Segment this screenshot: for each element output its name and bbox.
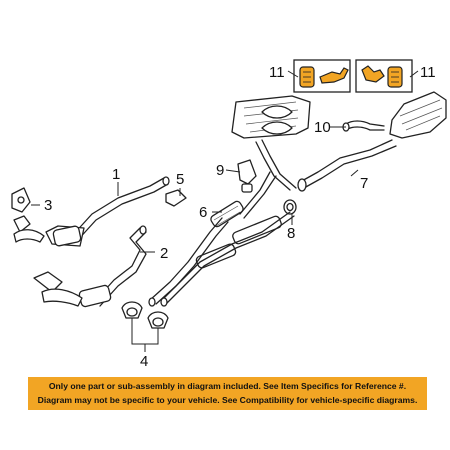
- part-9-hanger-bracket[interactable]: [237, 159, 257, 193]
- hanger-bracket-left: [319, 67, 349, 84]
- disclaimer-line-1: Only one part or sub-assembly in diagram…: [48, 381, 407, 391]
- callout-labels: 11 11 10 9 6 7 8 1 5 2 3 4: [44, 64, 436, 370]
- muffler-left: [231, 95, 311, 139]
- callout-9: 9: [216, 162, 224, 179]
- callout-10: 10: [314, 119, 331, 136]
- callout-4: 4: [140, 353, 148, 370]
- part-6-center-pipe[interactable]: [148, 139, 297, 307]
- part-5-bracket[interactable]: [165, 189, 187, 207]
- callout-8: 8: [287, 225, 295, 242]
- part-11-hanger-kit-right[interactable]: [355, 59, 413, 93]
- callout-6: 6: [199, 204, 207, 221]
- callout-5: 5: [176, 171, 184, 188]
- muffler-right: [389, 91, 447, 139]
- part-10-tailpipe[interactable]: [342, 120, 385, 132]
- disclaimer-banner: Only one part or sub-assembly in diagram…: [28, 377, 427, 410]
- disclaimer-line-2: Diagram may not be specific to your vehi…: [37, 395, 418, 405]
- callout-7: 7: [360, 175, 368, 192]
- part-4-clamps[interactable]: [121, 301, 169, 329]
- leader-lines: [31, 70, 419, 352]
- part-8-gasket[interactable]: [283, 199, 297, 215]
- callout-2: 2: [160, 245, 168, 262]
- callout-1: 1: [112, 166, 120, 183]
- callout-3: 3: [44, 197, 52, 214]
- hanger-bracket-right: [361, 65, 385, 83]
- part-1-converter-assembly-left[interactable]: [13, 176, 170, 247]
- part-2-converter-assembly-right[interactable]: [33, 225, 147, 308]
- part-3-gasket[interactable]: [11, 187, 31, 213]
- part-7-intermediate-pipe-right[interactable]: [297, 139, 397, 192]
- callout-11-right: 11: [420, 64, 436, 81]
- part-11-hanger-kit-left[interactable]: [293, 59, 351, 93]
- callout-11-left: 11: [269, 64, 285, 81]
- kit-box-left: [293, 59, 351, 93]
